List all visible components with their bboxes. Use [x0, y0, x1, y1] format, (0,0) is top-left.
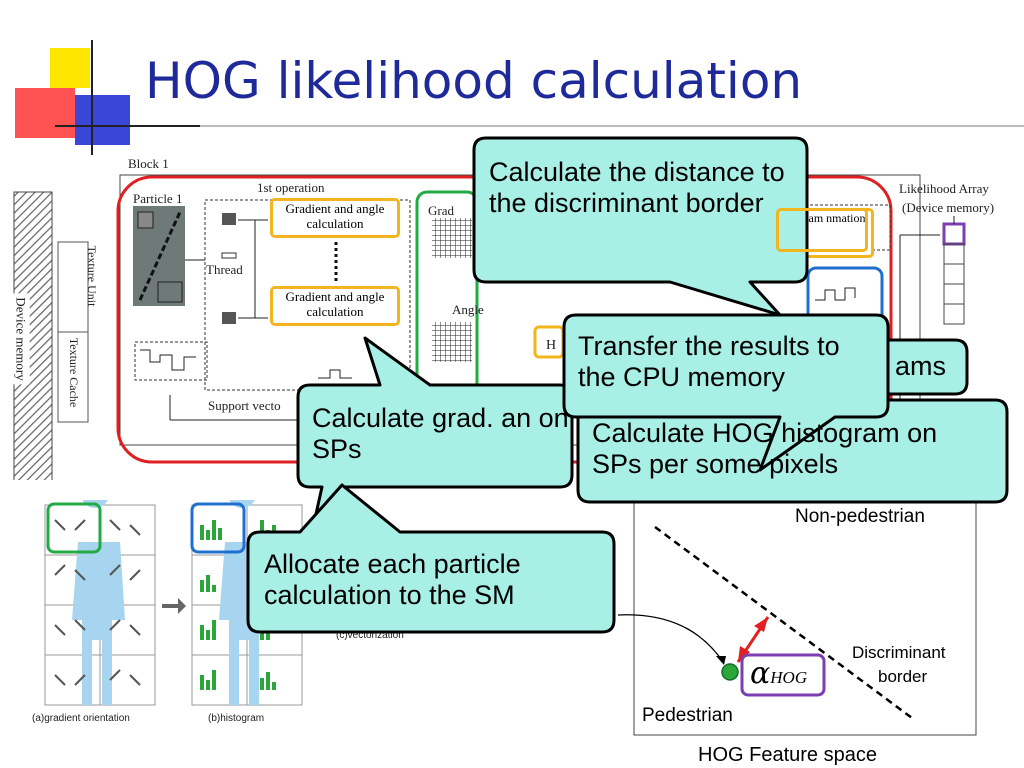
border-label: border — [878, 667, 928, 686]
callout-allocate-particle: Allocate each particle calculation to th… — [264, 549, 521, 610]
callout-calculate-grad: Calculate grad. an on SPs — [312, 403, 569, 464]
particle-label: Particle 1 — [133, 191, 183, 206]
caption-histogram: (b)histogram — [208, 713, 265, 724]
gradient-angle-box-2: Gradient and angle calculation — [270, 286, 400, 326]
grad-label: Grad — [428, 203, 454, 218]
slide-title: HOG likelihood calculation — [145, 52, 803, 110]
likelihood-array-label: Likelihood Array — [899, 181, 989, 196]
alpha-symbol: α — [750, 656, 771, 691]
alpha-subscript: HOG — [770, 668, 808, 687]
callout-transfer-results: Transfer the results to the CPU memory — [578, 331, 840, 392]
pedestrian-label: Pedestrian — [642, 705, 733, 726]
histogram-box-overlay — [776, 208, 868, 252]
angle-label: Angle — [452, 302, 484, 317]
gradient-angle-box-1: Gradient and angle calculation — [270, 198, 400, 238]
block-label: Block 1 — [128, 156, 169, 171]
thread-label: Thread — [206, 262, 243, 277]
caption-gradient-orientation: (a)gradient orientation — [32, 713, 130, 724]
alpha-hog-symbol: αHOG — [750, 656, 807, 691]
callout-calculate-hog-histogram: Calculate HOG histogram on SPs per some … — [592, 418, 938, 479]
feature-space-caption: HOG Feature space — [698, 744, 877, 766]
discriminant-label: Discriminant — [852, 643, 946, 662]
title-decoration — [15, 40, 1024, 155]
likelihood-array-sub-label: (Device memory) — [902, 200, 995, 215]
callout-ams-fragment: ams — [895, 351, 947, 381]
support-vector-label: Support vecto — [208, 398, 281, 413]
callout-calculate-distance: Calculate the distance to the discrimina… — [489, 157, 785, 218]
first-operation-label: 1st operation — [257, 180, 325, 195]
non-pedestrian-label: Non-pedestrian — [795, 506, 925, 527]
caption-vectorization: (c)vectorization — [336, 630, 404, 641]
h-fragment-label: H — [546, 338, 557, 353]
